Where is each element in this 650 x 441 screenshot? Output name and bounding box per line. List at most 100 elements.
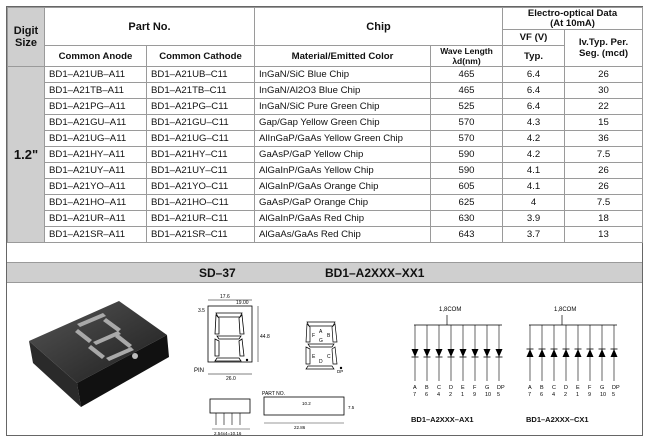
pin-number: 10 (600, 392, 606, 398)
cell-vf: 6.4 (502, 66, 566, 83)
pin-letter: DP (497, 385, 505, 391)
com-label: 1,8COM (554, 307, 576, 313)
cell-cathode: BD1–A21HO–C11 (146, 194, 255, 211)
dim-width: 17.6 (220, 294, 230, 300)
spec-table: Digit Size Part No. Chip Electro-optical… (7, 7, 644, 243)
pin-number: 2 (564, 392, 567, 398)
dim-thickness: 10.2 (302, 401, 311, 406)
diode-icon (471, 349, 479, 357)
pin-letter: D (564, 385, 568, 391)
cell-wave: 465 (429, 82, 504, 99)
pin-number: 1 (576, 392, 579, 398)
cell-anode: BD1–A21UY–A11 (44, 162, 147, 179)
dim-depth: 7.5 (348, 405, 355, 410)
table-row: BD1–A21PG–A11 BD1–A21PG–C11 InGaN/SiC Pu… (8, 98, 644, 115)
cell-vf: 4 (502, 194, 566, 211)
table-row: BD1–A21UG–A11 BD1–A21UG–C11 AlInGaP/GaAs… (8, 130, 644, 147)
cell-vf: 4.2 (502, 146, 566, 163)
segment-label-f: F (312, 333, 315, 339)
table-row: BD1–A21HY–A11 BD1–A21HY–C11 GaAsP/GaP Ye… (8, 146, 644, 163)
header-iv: Iv.Typ. Per. Seg. (mcd) (564, 29, 644, 67)
cell-anode: BD1–A21UG–A11 (44, 130, 147, 147)
diode-icon (562, 349, 570, 357)
pin-letter: F (473, 385, 477, 391)
header-wave-unit: λd(nm) (452, 56, 481, 66)
segment-label-b: B (327, 333, 331, 339)
pin-letter: C (437, 385, 441, 391)
table-row: BD1–A21UR–A11 BD1–A21UR–C11 AlGaInP/GaAs… (8, 210, 644, 227)
pin-letter: E (461, 385, 465, 391)
part-no-label: PART NO. (262, 391, 285, 397)
cell-anode: BD1–A21HO–A11 (44, 194, 147, 211)
cell-material: AlInGaP/GaAs Yellow Green Chip (254, 130, 431, 147)
dim-height: 44.8 (260, 334, 270, 340)
display-photo (29, 301, 169, 407)
pin-letter: C (552, 385, 556, 391)
cell-iv: 36 (564, 130, 644, 147)
header-vf-typ: Typ. (502, 45, 566, 67)
header-chip: Chip (253, 7, 504, 46)
front-outline-drawing: 17.6 19.00 3.5 44.8 PIN 26.0 (194, 294, 270, 382)
cell-material: Gap/Gap Yellow Green Chip (254, 114, 431, 131)
cell-material: InGaN/SiC Pure Green Chip (254, 98, 431, 115)
cell-anode: BD1–A21GU–A11 (44, 114, 147, 131)
spec-sheet: Digit Size Part No. Chip Electro-optical… (6, 6, 644, 436)
pin-letter: DP (612, 385, 620, 391)
cell-wave: 625 (429, 194, 504, 211)
segment-label-d: D (319, 359, 323, 365)
pin-number: 5 (612, 392, 615, 398)
header-part-no: Part No. (44, 7, 255, 46)
cell-cathode: BD1–A21UG–C11 (146, 130, 255, 147)
header-common-cathode: Common Cathode (146, 45, 255, 67)
side-view-drawing: PART NO. 2.54x4=10.16 22.86 7.5 10.2 (209, 391, 355, 436)
pin-letter: G (600, 385, 604, 391)
segment-label-a: A (319, 329, 323, 335)
pin-letter: A (528, 385, 532, 391)
table-row: BD1–A21TB–A11 BD1–A21TB–C11 InGaN/Al2O3 … (8, 82, 644, 99)
pin-letter: G (485, 385, 489, 391)
cell-cathode: BD1–A21TB–C11 (146, 82, 255, 99)
pin-letter: D (449, 385, 453, 391)
cell-iv: 26 (564, 66, 644, 83)
cell-wave: 465 (429, 66, 504, 83)
header-vf: VF (V) (502, 29, 566, 46)
diode-icon (550, 349, 558, 357)
pin-number: 7 (528, 392, 531, 398)
cathode-caption: BD1–A2XXX–CX1 (526, 415, 589, 424)
segment-map-drawing: A B C D E F G DP (305, 321, 343, 373)
anode-caption: BD1–A2XXX–AX1 (411, 415, 474, 424)
cell-material: InGaN/SiC Blue Chip (254, 66, 431, 83)
pin-number: 1 (461, 392, 464, 398)
pin-number: 4 (437, 392, 440, 398)
cell-anode: BD1–A21HY–A11 (44, 146, 147, 163)
cell-anode: BD1–A21UR–A11 (44, 210, 147, 227)
table-row: 1.2" BD1–A21UB–A11 BD1–A21UB–C11 InGaN/S… (7, 66, 644, 243)
cell-cathode: BD1–A21YO–C11 (146, 178, 255, 195)
display-body-front (77, 335, 169, 407)
pin-number: 9 (473, 392, 476, 398)
cell-iv: 18 (564, 210, 644, 227)
dim-pitch: 2.54x4=10.16 (214, 431, 242, 436)
cell-material: AlGaInP/GaAs Orange Chip (254, 178, 431, 195)
cell-iv: 7.5 (564, 146, 644, 163)
pin-letter: A (413, 385, 417, 391)
header-material: Material/Emitted Color (254, 45, 431, 67)
cell-cathode: BD1–A21UY–C11 (146, 162, 255, 179)
cell-vf: 3.9 (502, 210, 566, 227)
header-wave-length: Wave Length λd(nm) (429, 45, 504, 67)
diode-icon (483, 349, 491, 357)
cell-iv: 30 (564, 82, 644, 99)
cell-anode: BD1–A21TB–A11 (44, 82, 147, 99)
cell-iv: 7.5 (564, 194, 644, 211)
diode-icon (610, 349, 618, 357)
cell-cathode: BD1–A21SR–C11 (146, 226, 255, 243)
diode-icon (495, 349, 503, 357)
table-row: BD1–A21GU–A11 BD1–A21GU–C11 Gap/Gap Yell… (8, 114, 644, 131)
pin-letter: B (540, 385, 544, 391)
cell-vf: 3.7 (502, 226, 566, 243)
table-row: BD1–A21HO–A11 BD1–A21HO–C11 GaAsP/GaP Or… (8, 194, 644, 211)
pin-number: 6 (425, 392, 428, 398)
display-body-side (29, 341, 81, 407)
cell-vf: 4.2 (502, 130, 566, 147)
cell-material: GaAsP/GaP Orange Chip (254, 194, 431, 211)
